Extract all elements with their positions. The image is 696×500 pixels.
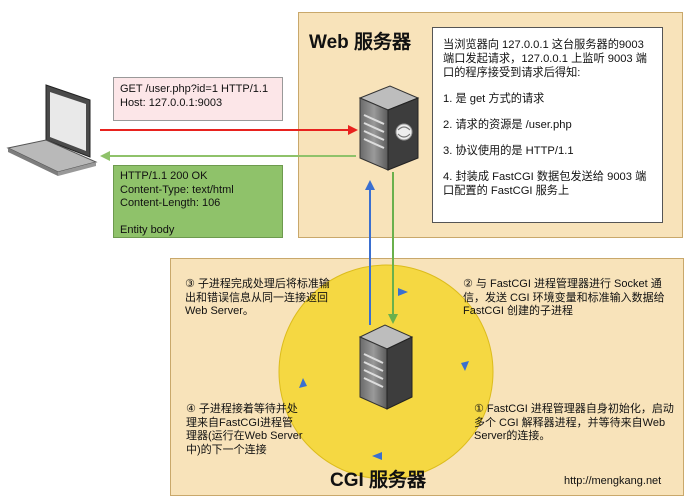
cgi-server-title: CGI 服务器 [330, 470, 427, 491]
web-server-notes: 当浏览器向 127.0.0.1 这台服务器的9003 端口发起请求，127.0.… [432, 27, 663, 223]
cycle-arrow-left [299, 378, 307, 388]
cycle-arrow-right [461, 361, 469, 371]
watermark-url: http://mengkang.net [564, 475, 662, 487]
step-1-text: ① FastCGI 进程管理器自身初始化，启动 多个 CGI 解释器进程，并等待… [474, 403, 674, 442]
note-1: 1. 是 get 方式的请求 [443, 93, 545, 105]
note-2: 2. 请求的资源是 /user.php [443, 119, 572, 131]
web-server-title: Web 服务器 [309, 32, 412, 53]
step-3-text: ③ 子进程完成处理后将标准输 出和错误信息从同一连接返回 Web Server。 [185, 278, 330, 317]
step-4-text: ④ 子进程接着等待并处 理来自FastCGI进程管 理器(运行在Web Serv… [186, 403, 303, 456]
note-3: 3. 协议使用的是 HTTP/1.1 [443, 145, 574, 157]
http-response-box: HTTP/1.1 200 OK Content-Type: text/html … [113, 165, 283, 238]
cycle-arrow-bottom [372, 452, 382, 460]
laptop-icon [6, 84, 98, 176]
note-intro: 当浏览器向 127.0.0.1 这台服务器的9003 端口发起请求，127.0.… [443, 39, 647, 79]
note-4: 4. 封装成 FastCGI 数据包发送给 9003 端 口配置的 FastCG… [443, 171, 647, 197]
cycle-arrow-top [398, 288, 408, 296]
web-server-icon [358, 85, 420, 171]
cgi-server-icon [358, 324, 414, 410]
http-request-box: GET /user.php?id=1 HTTP/1.1 Host: 127.0.… [113, 77, 283, 121]
step-2-text: ② 与 FastCGI 进程管理器进行 Socket 通 信，发送 CGI 环境… [463, 278, 665, 317]
